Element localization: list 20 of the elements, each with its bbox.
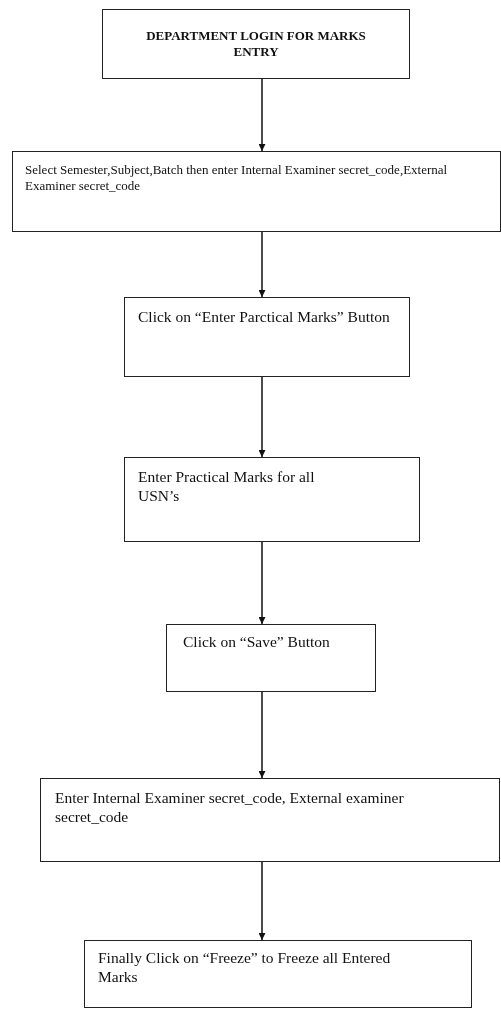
process-box bbox=[102, 9, 410, 79]
arrow bbox=[258, 691, 266, 779]
step-text: Enter Internal Examiner secret_code, External examiner secret_code bbox=[55, 789, 405, 827]
process-box bbox=[12, 151, 501, 232]
arrow bbox=[258, 541, 266, 625]
process-box bbox=[166, 624, 376, 692]
process-box bbox=[124, 457, 420, 542]
step-text: Select Semester,Subject,Batch then enter Internal Examiner secret_code,External Examiner secret_code bbox=[25, 162, 449, 194]
step-text: Finally Click on “Freeze” to Freeze all Entered Marks bbox=[98, 949, 392, 987]
arrow bbox=[258, 861, 266, 941]
arrow bbox=[258, 231, 266, 298]
step-text: Enter Practical Marks for all USN’s bbox=[138, 468, 316, 506]
arrow bbox=[258, 78, 266, 152]
process-box bbox=[40, 778, 500, 862]
process-box bbox=[84, 940, 472, 1008]
arrow bbox=[258, 376, 266, 458]
process-box bbox=[124, 297, 410, 377]
step-text: DEPARTMENT LOGIN FOR MARKS ENTRY bbox=[145, 28, 367, 60]
step-text: Click on “Save” Button bbox=[183, 633, 330, 652]
step-text: Click on “Enter Parctical Marks” Button bbox=[138, 308, 390, 327]
